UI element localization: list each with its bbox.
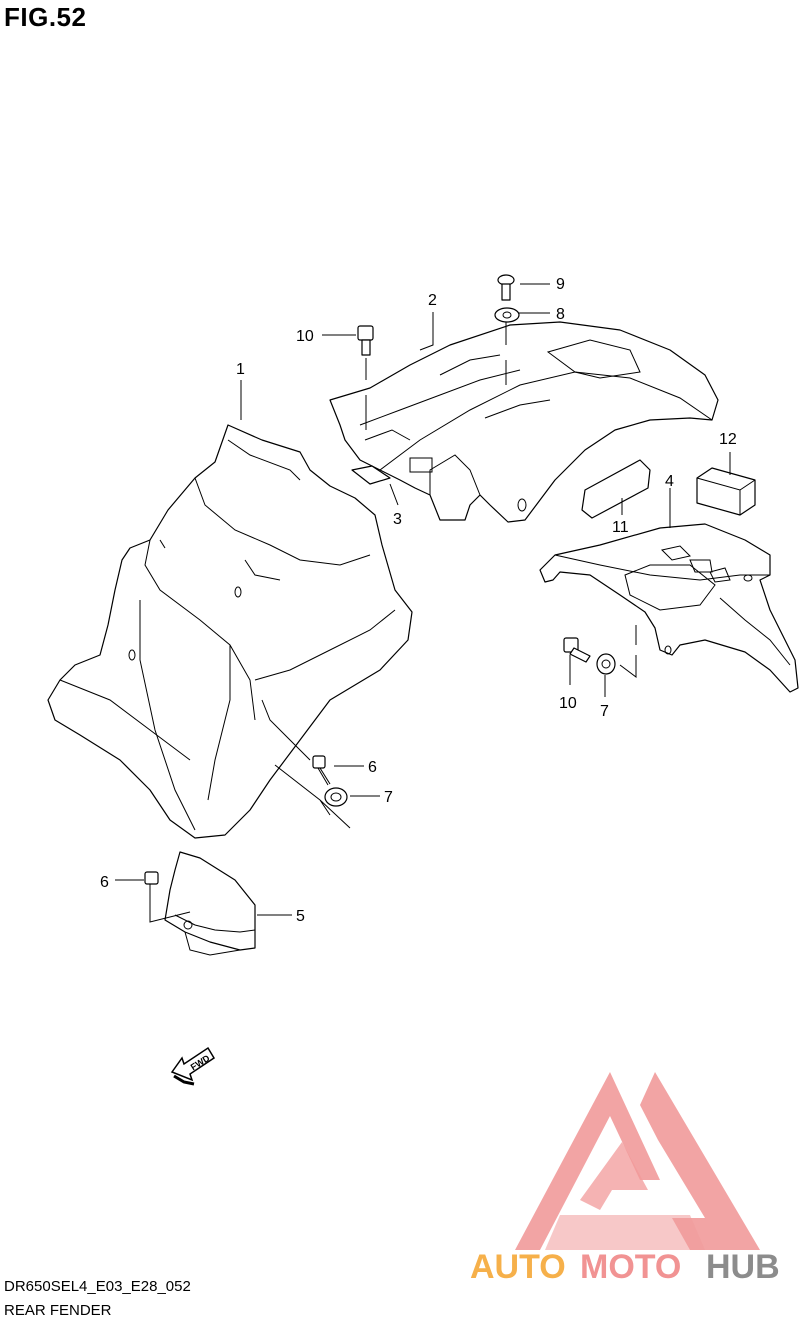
diagram-name: REAR FENDER <box>4 1302 112 1319</box>
callout-10-lower: 10 <box>559 695 577 712</box>
callout-6-upper: 6 <box>368 759 377 776</box>
callout-6-lower: 6 <box>100 874 109 891</box>
callout-5: 5 <box>296 908 305 925</box>
callout-3: 3 <box>393 511 402 528</box>
part-9-screw <box>497 274 515 301</box>
diagram-code: DR650SEL4_E03_E28_052 <box>4 1278 191 1295</box>
callout-7-lower: 7 <box>600 703 609 720</box>
part-1-rear-fender <box>47 424 413 839</box>
part-10-bolt-lower <box>563 637 591 663</box>
part-4-bracket <box>539 523 799 693</box>
watermark-text: AUTO MOTO HUB <box>470 1248 780 1286</box>
part-6-bolt-upper <box>312 755 331 786</box>
figure-title: FIG.52 <box>4 2 87 32</box>
leader-lines <box>115 283 731 923</box>
part-6-bolt-lower <box>144 871 159 898</box>
callout-4: 4 <box>665 473 674 490</box>
watermark-auto: AUTO <box>470 1248 566 1286</box>
callout-9: 9 <box>556 276 565 293</box>
callout-1: 1 <box>236 361 245 378</box>
watermark-hub: HUB <box>706 1248 780 1286</box>
callout-8: 8 <box>556 306 565 323</box>
part-8-nut <box>494 307 520 323</box>
callout-2: 2 <box>428 292 437 309</box>
part-5-mud-guard <box>164 851 256 956</box>
watermark-logo <box>515 1072 760 1250</box>
part-7-grommet-upper <box>324 787 348 807</box>
part-3-clip <box>351 465 391 485</box>
part-11-reflector <box>581 459 651 519</box>
part-7-grommet-lower <box>596 653 616 675</box>
part-12-pad <box>696 467 756 516</box>
callout-labels: 1 2 3 4 5 6 6 7 7 8 9 10 10 11 12 <box>100 276 737 925</box>
part-2-rear-fender-upper <box>329 321 719 523</box>
fwd-arrow: FWD <box>170 1046 216 1086</box>
callout-11: 11 <box>612 519 629 536</box>
callout-10-upper: 10 <box>296 328 314 345</box>
part-10-bolt-upper <box>357 325 374 356</box>
watermark-moto: MOTO <box>580 1248 681 1286</box>
callout-12: 12 <box>719 431 737 448</box>
callout-7-upper: 7 <box>384 789 393 806</box>
